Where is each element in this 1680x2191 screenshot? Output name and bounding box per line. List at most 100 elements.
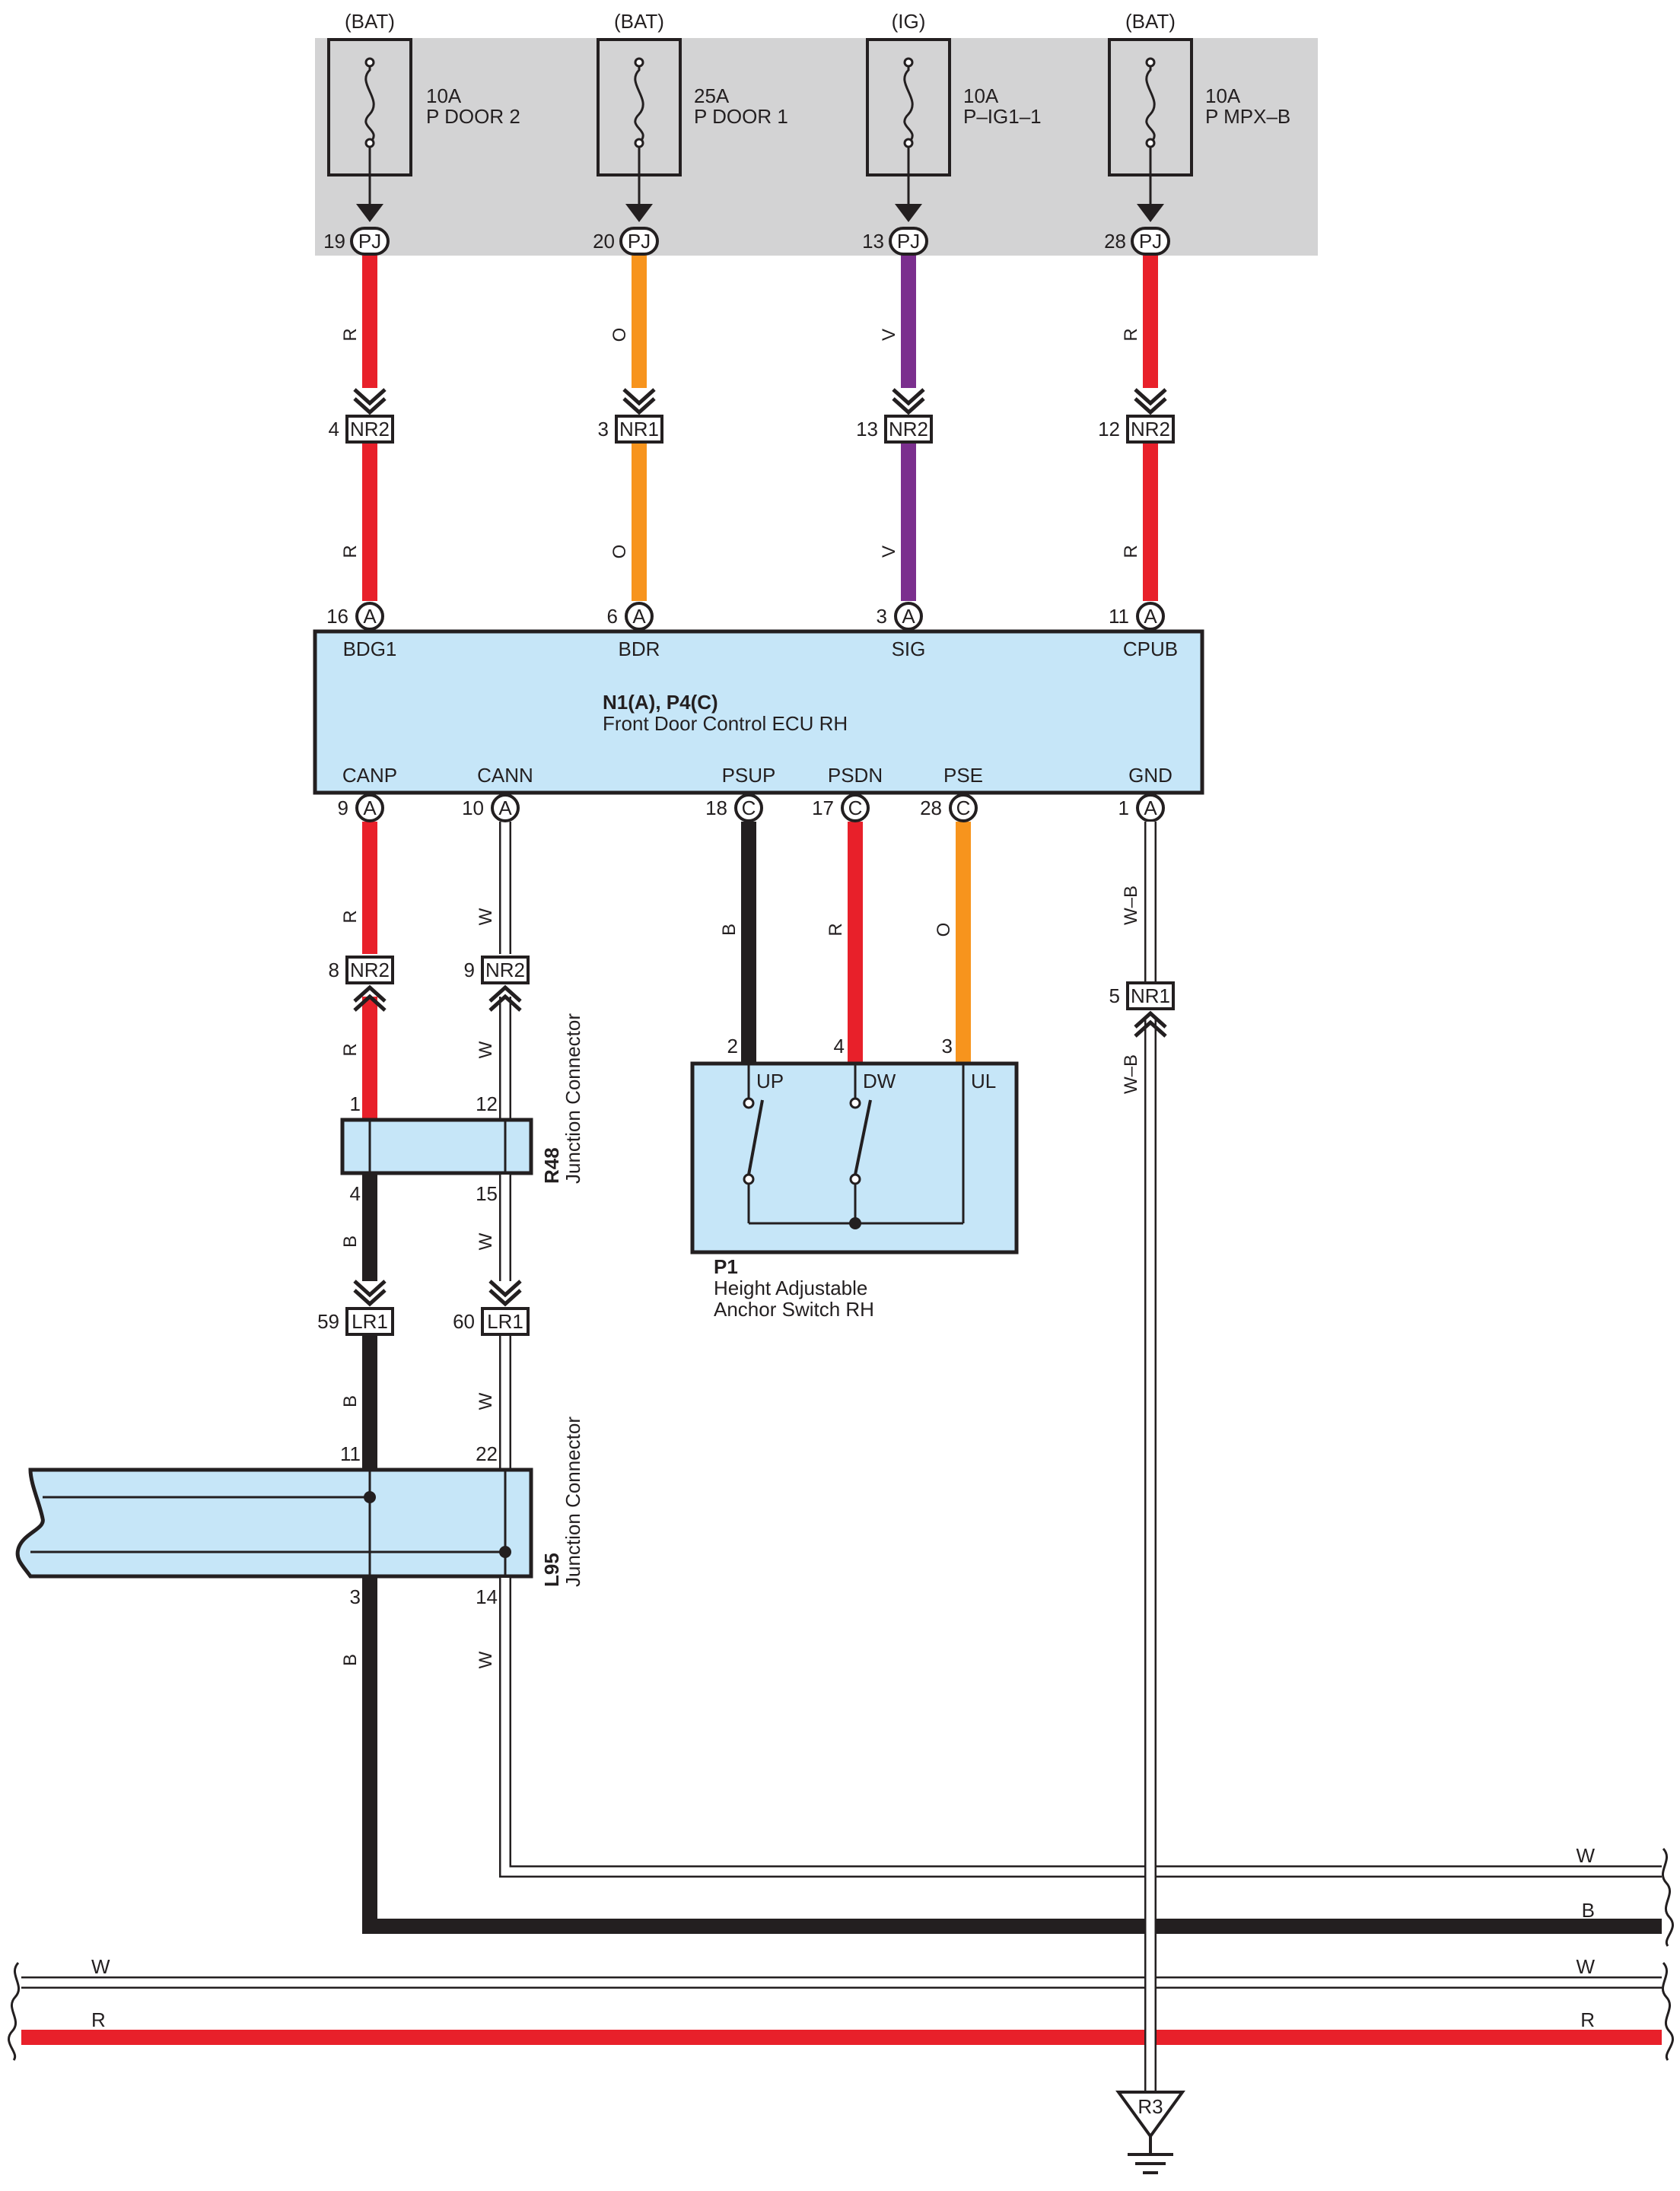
fuse-p-ig1-1: (IG) 10A P–IG1–1 — [866, 10, 1042, 207]
svg-text:6: 6 — [607, 605, 618, 628]
lr1-to-l95-wires: B W — [340, 1336, 511, 1468]
ecu-pin-pse: PSE C 28 — [920, 764, 983, 822]
switch-terminals: 2 4 3 UP DW UL — [727, 1035, 997, 1092]
ecu-pin-bdr: A 6 BDR — [607, 602, 660, 660]
svg-text:3: 3 — [598, 418, 609, 440]
fuse-p-door-2: (BAT) 10A P DOOR 2 — [327, 10, 520, 207]
svg-text:A: A — [632, 605, 646, 628]
l95-code: L95 — [540, 1553, 563, 1587]
svg-text:9: 9 — [464, 959, 475, 981]
svg-text:C: C — [742, 797, 756, 819]
ecu-bottom-pins: CANP A 9 CANN A 10 PSUP C 18 PSDN C 17 P… — [338, 764, 1172, 822]
ecu-code: N1(A), P4(C) — [603, 691, 718, 714]
nr-connector-canp: NR2 8 — [329, 956, 394, 984]
svg-text:3: 3 — [877, 605, 887, 628]
svg-text:R: R — [340, 1043, 361, 1056]
switch-code: P1 — [714, 1255, 738, 1278]
svg-text:O: O — [609, 545, 630, 559]
svg-text:16: 16 — [326, 605, 348, 628]
ecu-name: Front Door Control ECU RH — [603, 712, 848, 735]
svg-text:PSE: PSE — [943, 764, 983, 787]
switch-node — [849, 1217, 861, 1229]
nr-chevrons-upper — [353, 388, 1167, 415]
fuse-panel — [315, 38, 1318, 256]
r48-pins: 1 12 4 15 — [350, 1092, 498, 1205]
svg-text:V: V — [879, 329, 899, 341]
ecu-pin-psup: PSUP C 18 — [705, 764, 776, 822]
nr-connector: NR2 4 — [329, 415, 394, 444]
ecu-pin-canp: CANP A 9 — [338, 764, 397, 822]
svg-text:3: 3 — [942, 1035, 953, 1057]
switch-name-line2: Anchor Switch RH — [714, 1298, 874, 1321]
svg-text:B: B — [340, 1654, 361, 1666]
svg-text:R: R — [340, 545, 361, 558]
pj-arrowheads — [356, 204, 1164, 222]
l95-internals — [30, 1470, 507, 1576]
lr1-chevrons — [353, 1280, 522, 1307]
ecu-pin-sig: A 3 SIG — [877, 602, 925, 660]
l95-node — [499, 1546, 511, 1558]
fuse-name: P MPX–B — [1205, 105, 1290, 128]
svg-text:4: 4 — [834, 1035, 845, 1057]
svg-text:NR2: NR2 — [350, 959, 390, 981]
svg-text:28: 28 — [1104, 230, 1126, 253]
svg-text:GND: GND — [1128, 764, 1172, 787]
svg-text:R: R — [91, 2008, 106, 2031]
ecu-pin-cann: CANN A 10 — [462, 764, 533, 822]
svg-text:15: 15 — [476, 1182, 498, 1205]
pj-connector-13: PJ 13 — [862, 227, 928, 256]
svg-text:PJ: PJ — [628, 230, 651, 253]
svg-text:59: 59 — [317, 1310, 339, 1333]
break-marks — [8, 1847, 1674, 2061]
svg-text:R: R — [1121, 545, 1141, 558]
l95-node — [364, 1491, 376, 1503]
lr1-connector-59: LR1 59 — [317, 1307, 394, 1336]
svg-text:CPUB: CPUB — [1123, 638, 1178, 660]
pj-connectors: PJ 19 PJ 20 PJ 13 PJ 28 — [323, 227, 1170, 256]
nr-chevrons-up — [353, 984, 522, 1012]
svg-text:W: W — [476, 1651, 496, 1668]
svg-text:W: W — [1576, 1955, 1595, 1978]
fuse-name: P DOOR 1 — [694, 105, 788, 128]
svg-text:B: B — [340, 1395, 361, 1407]
svg-text:PJ: PJ — [1139, 230, 1162, 253]
svg-text:A: A — [1144, 605, 1157, 628]
svg-text:2: 2 — [727, 1035, 738, 1057]
ecu-pin-bdg1: A 16 BDG1 — [326, 602, 396, 660]
switch-contact — [743, 1173, 755, 1185]
ecu-pin-gnd: GND A 1 — [1118, 764, 1172, 822]
fuse-source: (BAT) — [345, 10, 395, 33]
svg-text:R: R — [340, 910, 361, 923]
svg-text:UP: UP — [756, 1070, 784, 1092]
nr-connector: NR2 12 — [1098, 415, 1175, 444]
svg-text:CANP: CANP — [342, 764, 397, 787]
svg-text:W: W — [476, 1041, 496, 1058]
svg-text:11: 11 — [1109, 605, 1129, 628]
svg-text:PSUP: PSUP — [722, 764, 776, 787]
lr1-connector-60: LR1 60 — [453, 1307, 530, 1336]
svg-text:PJ: PJ — [358, 230, 381, 253]
svg-text:NR2: NR2 — [889, 418, 928, 440]
pj-connector-19: PJ 19 — [323, 227, 390, 256]
nr-connectors-can: NR2 8 NR2 9 — [329, 956, 530, 984]
ecu-pin-cpub: A 11 CPUB — [1109, 602, 1178, 660]
svg-text:W: W — [476, 1392, 496, 1410]
svg-text:14: 14 — [476, 1585, 498, 1608]
fuse-name: P DOOR 2 — [426, 105, 520, 128]
l95-to-bus-wires: B W — [340, 1578, 1662, 1934]
svg-text:B: B — [340, 1235, 361, 1248]
svg-text:A: A — [498, 797, 512, 819]
svg-text:NR2: NR2 — [350, 418, 390, 440]
svg-text:NR2: NR2 — [1131, 418, 1170, 440]
svg-text:11: 11 — [340, 1442, 361, 1465]
svg-text:R: R — [340, 328, 361, 341]
svg-text:NR1: NR1 — [619, 418, 659, 440]
svg-text:W–B: W–B — [1121, 886, 1141, 925]
fuse-rating: 10A — [963, 84, 999, 107]
svg-text:A: A — [902, 605, 915, 628]
r48-to-lr1-wires: B W — [340, 1175, 511, 1281]
ground-wire: W–B W–B — [1121, 822, 1157, 2100]
svg-text:O: O — [934, 923, 954, 937]
svg-text:R: R — [1580, 2008, 1595, 2031]
